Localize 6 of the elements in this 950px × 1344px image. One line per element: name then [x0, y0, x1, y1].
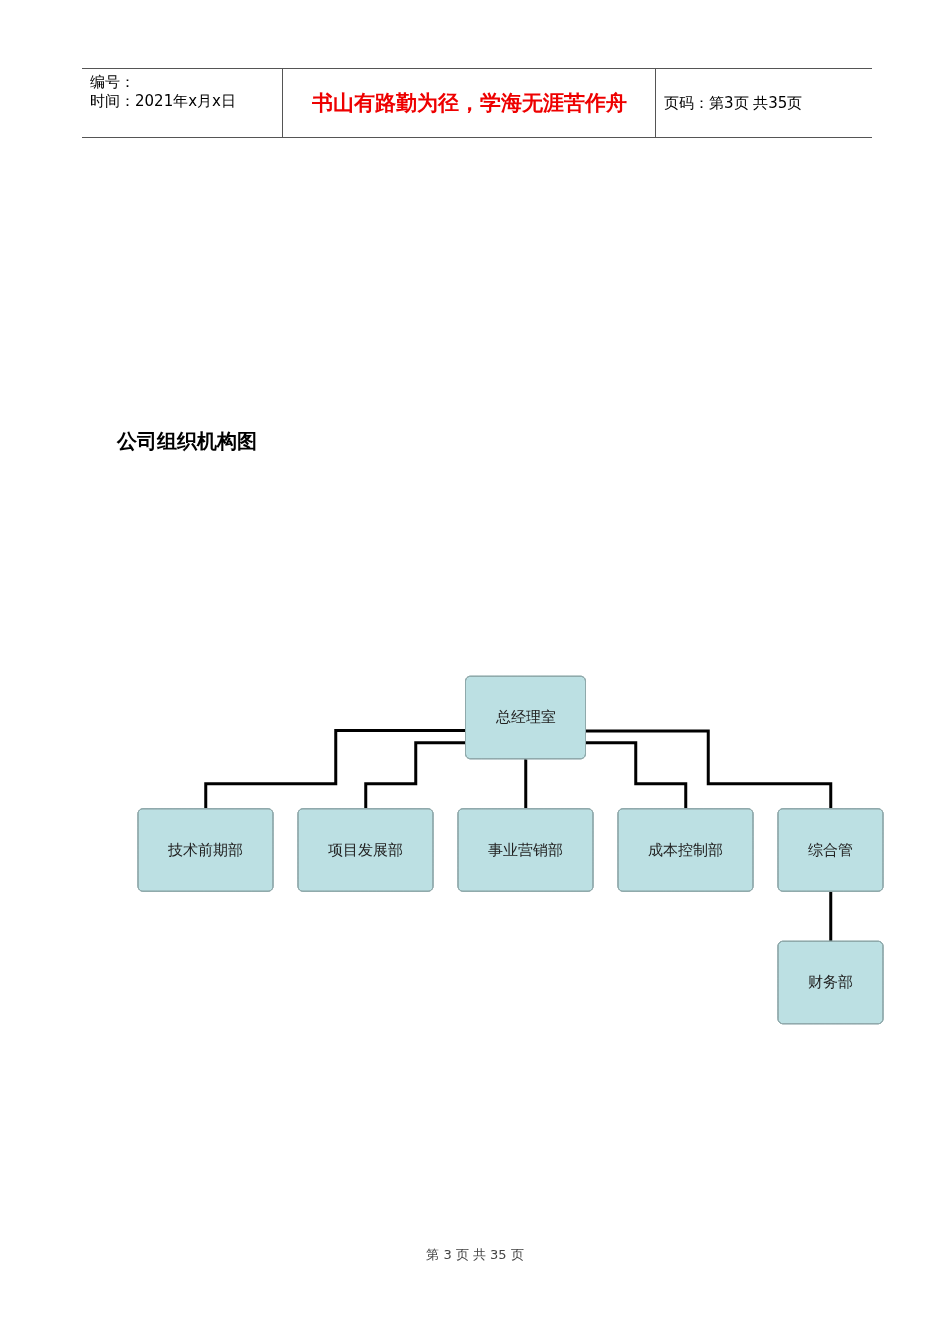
- page-number-text: 页码：第3页 共35页: [664, 93, 803, 113]
- page-title: 公司组织机构图: [117, 428, 257, 455]
- header-text: 编号：: [90, 73, 135, 92]
- page-number-text: 第 3 页 共 35 页: [426, 1246, 524, 1264]
- header-text: 时间：2021年x月x日: [90, 92, 236, 111]
- motto-text: 书山有路勤为径，学海无涯苦作舟: [311, 90, 627, 117]
